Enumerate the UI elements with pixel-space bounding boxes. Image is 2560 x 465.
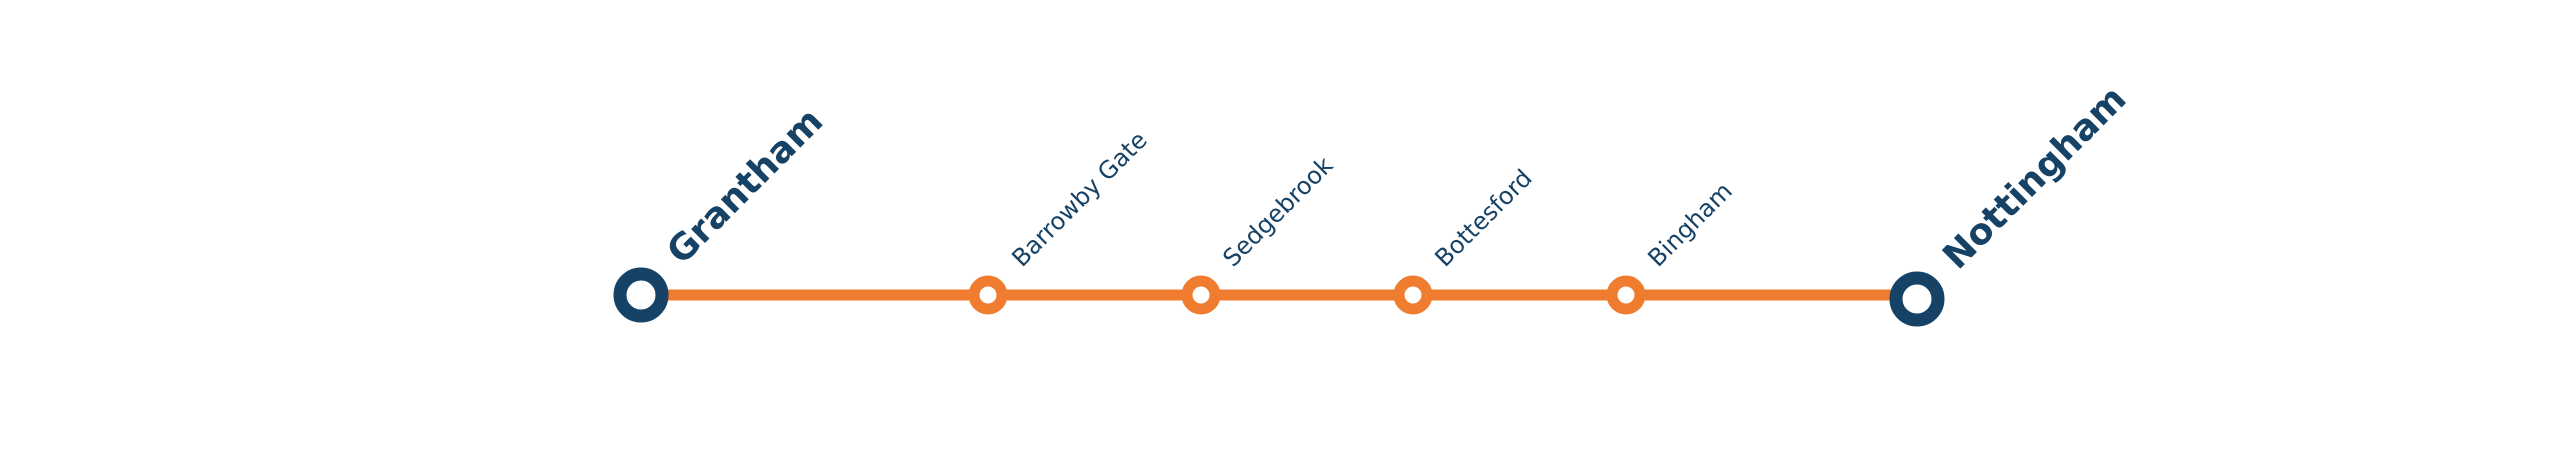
terminus-marker-icon: [1889, 271, 1945, 327]
station-bingham[interactable]: Bingham: [1606, 177, 1738, 315]
station-grantham[interactable]: Grantham: [613, 101, 831, 323]
stop-marker-icon: [1181, 275, 1221, 315]
station-label: Bottesford: [1429, 164, 1537, 272]
stop-marker-icon: [1606, 275, 1646, 315]
station-nottingham[interactable]: Nottingham: [1889, 78, 2134, 327]
stop-marker-icon: [1393, 275, 1433, 315]
terminus-marker-icon: [613, 267, 669, 323]
station-label: Barrowby Gate: [1006, 126, 1152, 272]
station-label: Sedgebrook: [1217, 151, 1338, 272]
station-label: Nottingham: [1935, 78, 2134, 277]
station-label: Bingham: [1642, 177, 1737, 272]
station-barrowby-gate[interactable]: Barrowby Gate: [968, 126, 1153, 315]
station-bottesford[interactable]: Bottesford: [1393, 164, 1538, 315]
station-sedgebrook[interactable]: Sedgebrook: [1181, 151, 1338, 315]
stop-marker-icon: [968, 275, 1008, 315]
station-label: Grantham: [659, 101, 831, 273]
